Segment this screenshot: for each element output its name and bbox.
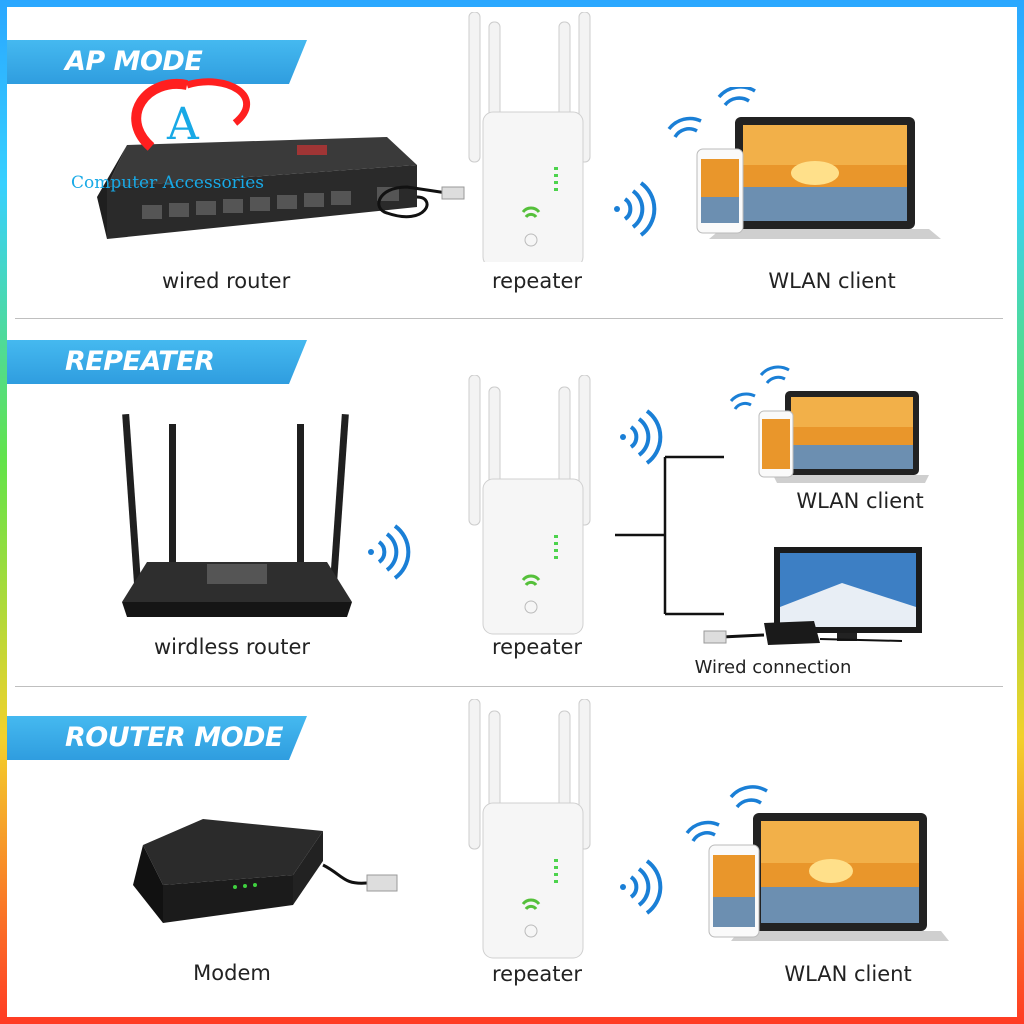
router-mode-banner: ROUTER MODE <box>7 716 307 760</box>
repeater-image <box>468 12 591 262</box>
repeater-mode-banner: REPEATER MODE <box>7 340 307 384</box>
repeater-label: repeater <box>492 962 582 986</box>
repeater-image <box>468 375 591 635</box>
wireless-router-image <box>122 413 352 617</box>
wlan-client-devices <box>729 365 929 483</box>
watermark-logo-letter: A <box>166 99 200 150</box>
infographic: AP MODE wired router repeater <box>7 7 1017 1017</box>
wifi-signal-icon <box>620 409 663 465</box>
ap-mode-banner: AP MODE <box>7 40 307 84</box>
watermark-logo: A <box>131 78 251 151</box>
connection-lines <box>615 455 724 616</box>
repeater-label: repeater <box>492 635 582 659</box>
repeater-label: repeater <box>492 269 582 293</box>
wlan-client-devices <box>667 87 941 239</box>
wifi-signal-icon <box>614 181 657 237</box>
wifi-signal-icon <box>620 859 663 915</box>
wired-connection-devices <box>703 547 922 645</box>
modem-image <box>133 819 398 923</box>
section-divider <box>15 318 1003 319</box>
wlan-client-label: WLAN client <box>796 489 924 513</box>
wired-connection-label: Wired connection <box>694 657 852 678</box>
section-divider <box>15 686 1003 687</box>
wlan-client-label: WLAN client <box>784 962 912 986</box>
wifi-signal-icon <box>368 524 411 580</box>
modem-label: Modem <box>193 961 271 985</box>
repeater-image <box>468 699 591 959</box>
wireless-router-label: wirdless router <box>153 635 311 659</box>
wlan-client-label: WLAN client <box>768 269 896 293</box>
wlan-client-devices <box>685 785 949 941</box>
wired-router-label: wired router <box>162 269 291 293</box>
wired-router-image <box>97 137 465 239</box>
watermark-text: Computer Accessories <box>71 173 265 193</box>
